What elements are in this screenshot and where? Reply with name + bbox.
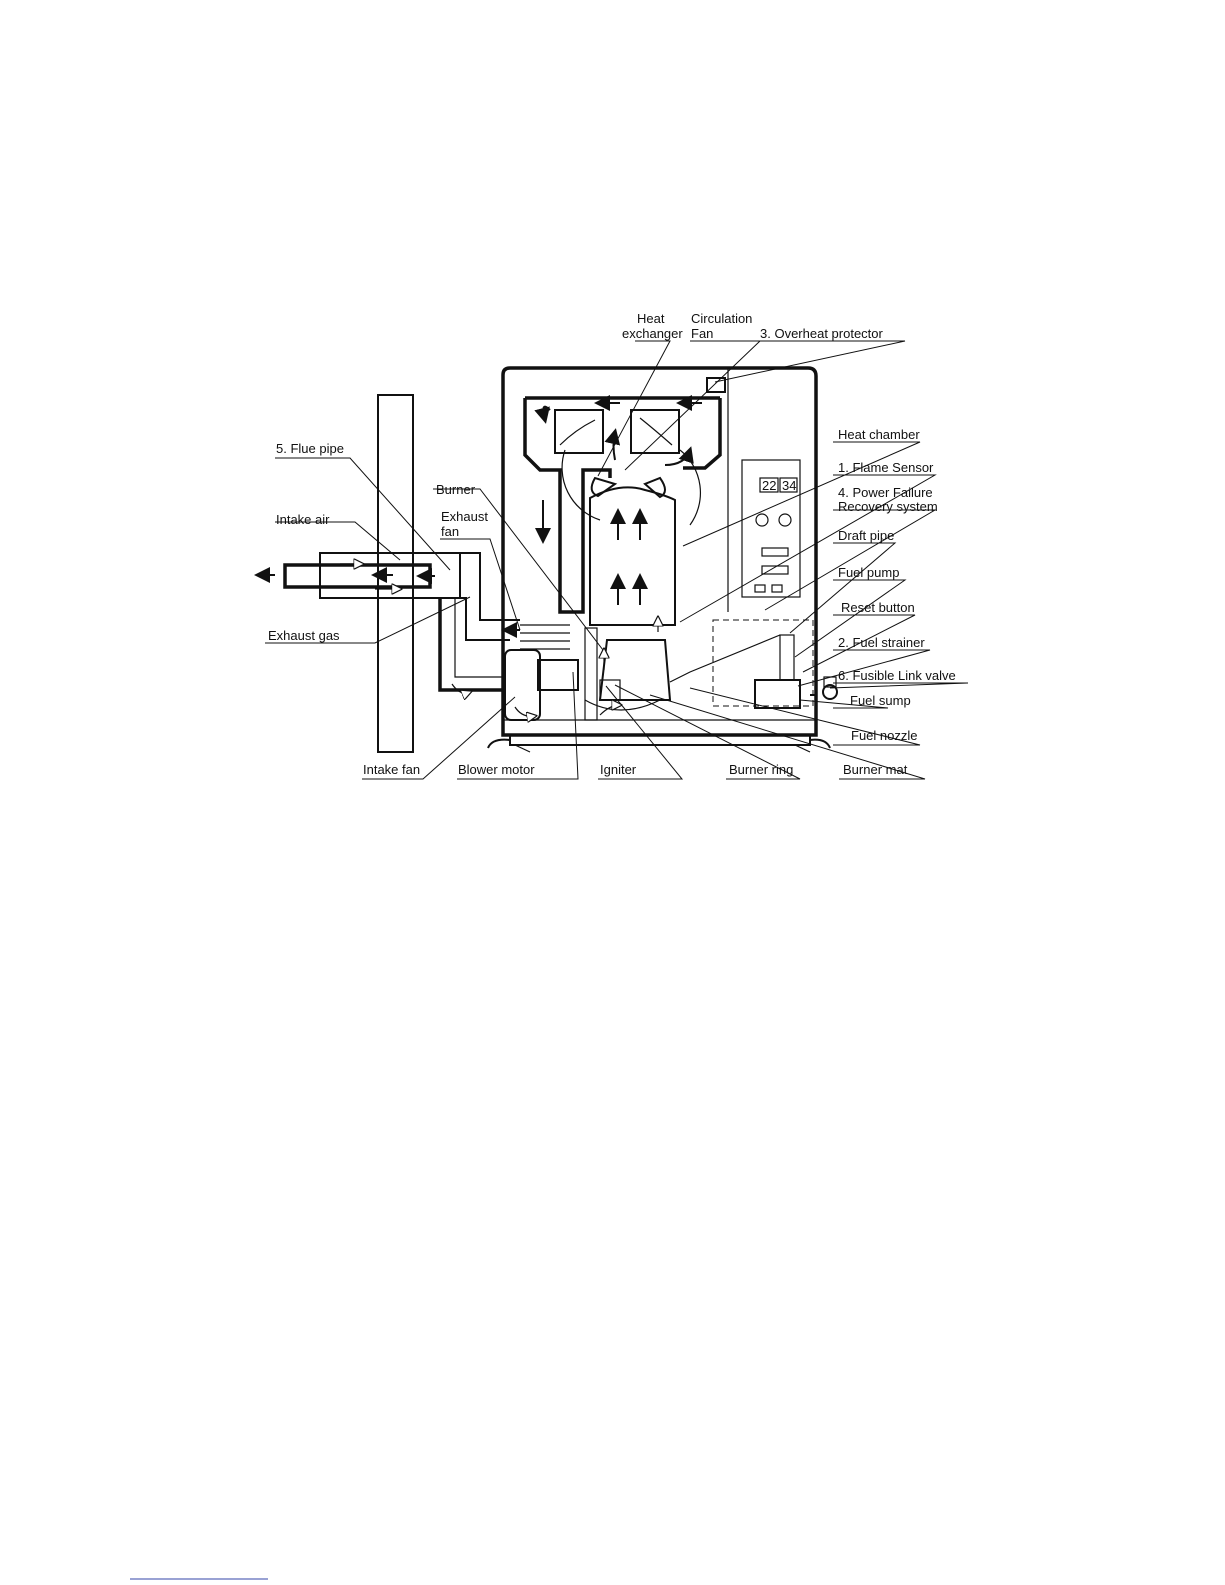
label-power-failure-2: Recovery system xyxy=(838,499,938,514)
label-fuel-sump: Fuel sump xyxy=(850,693,911,708)
label-igniter: Igniter xyxy=(600,762,637,777)
flow-arrows xyxy=(254,395,702,716)
label-exhaust-gas: Exhaust gas xyxy=(268,628,340,643)
label-circulation-fan-2: Fan xyxy=(691,326,713,341)
fuel-system xyxy=(669,619,838,709)
wall xyxy=(377,394,414,753)
label-power-failure-1: 4. Power Failure xyxy=(838,485,933,500)
heat-chamber xyxy=(589,486,676,701)
panel-display-right: 34 xyxy=(782,478,796,493)
labels: Heat exchanger Circulation Fan 3. Overhe… xyxy=(268,311,956,777)
label-burner-ring: Burner ring xyxy=(729,762,793,777)
panel-display-left: 22 xyxy=(762,478,776,493)
label-intake-fan: Intake fan xyxy=(363,762,420,777)
heater-cabinet xyxy=(487,366,831,753)
label-exhaust-fan-1: Exhaust xyxy=(441,509,488,524)
label-flame-sensor: 1. Flame Sensor xyxy=(838,460,934,475)
panel-knob-right[interactable] xyxy=(778,513,792,527)
label-circulation-fan-1: Circulation xyxy=(691,311,752,326)
label-heat-chamber: Heat chamber xyxy=(838,427,920,442)
overheat-protector xyxy=(706,377,726,393)
label-fusible-link-valve: 6. Fusible Link valve xyxy=(838,668,956,683)
panel-knob-left[interactable] xyxy=(755,513,769,527)
control-panel: 22 34 xyxy=(741,459,801,598)
label-heat-exchanger-1: Heat xyxy=(637,311,665,326)
label-reset-button: Reset button xyxy=(841,600,915,615)
label-fuel-nozzle: Fuel nozzle xyxy=(851,728,917,743)
label-overheat-protector: 3. Overheat protector xyxy=(760,326,884,341)
label-flue-pipe: 5. Flue pipe xyxy=(276,441,344,456)
label-blower-motor: Blower motor xyxy=(458,762,535,777)
label-fuel-pump: Fuel pump xyxy=(838,565,899,580)
leader-lines xyxy=(265,340,969,780)
flue-pipe xyxy=(283,552,520,692)
label-exhaust-fan-2: fan xyxy=(441,524,459,539)
label-draft-pipe: Draft pipe xyxy=(838,528,894,543)
label-heat-exchanger-2: exchanger xyxy=(622,326,683,341)
label-burner-mat: Burner mat xyxy=(843,762,908,777)
label-fuel-strainer: 2. Fuel strainer xyxy=(838,635,925,650)
label-intake-air: Intake air xyxy=(276,512,330,527)
label-burner: Burner xyxy=(436,482,476,497)
